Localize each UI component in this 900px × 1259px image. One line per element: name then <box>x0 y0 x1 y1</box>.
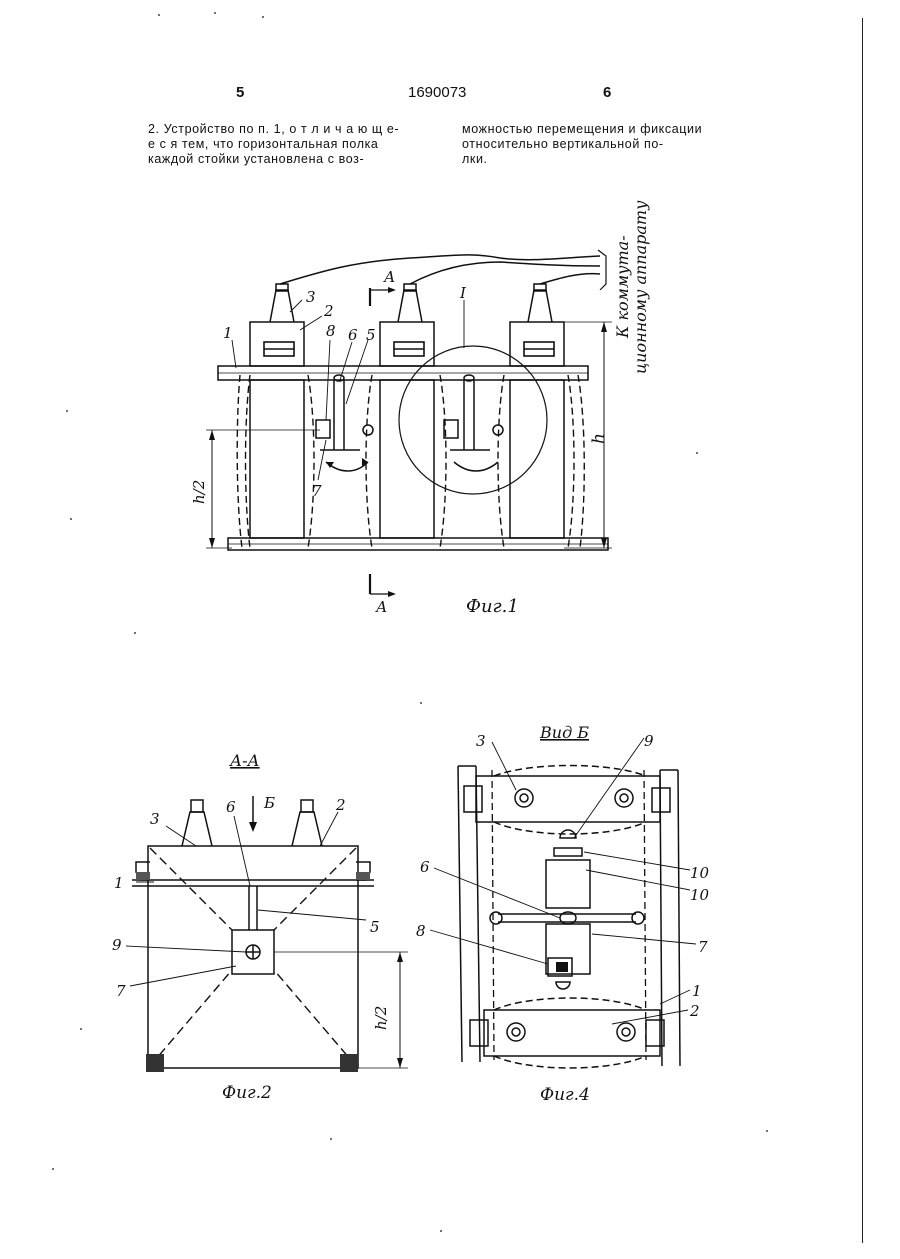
scan-speck <box>158 14 160 16</box>
fig4-label-10a: 10 <box>690 864 710 882</box>
scan-speck <box>214 12 216 14</box>
fig4-label-1: 1 <box>692 982 702 1000</box>
scan-speck <box>420 702 422 704</box>
scan-speck <box>70 518 72 520</box>
fig4-label-10b: 10 <box>690 886 710 904</box>
fig4-label-2: 2 <box>689 1002 700 1020</box>
fig4-label-3: 3 <box>476 732 486 750</box>
scan-speck <box>66 410 68 412</box>
scan-speck <box>80 1028 82 1030</box>
fig4-label-8: 8 <box>416 922 426 940</box>
scan-speck <box>262 16 264 18</box>
scan-speck <box>440 1230 442 1232</box>
fig4-caption: Фиг.4 <box>540 1085 590 1105</box>
fig4-label-6: 6 <box>420 858 430 876</box>
fig4-title: Вид Б <box>539 723 589 742</box>
scan-speck <box>52 1168 54 1170</box>
scan-speck <box>330 1138 332 1140</box>
fig4-label-9: 9 <box>644 732 654 750</box>
scan-speck <box>696 452 698 454</box>
scan-speck <box>766 1130 768 1132</box>
fig4-label-7: 7 <box>698 938 708 956</box>
scan-speck <box>134 632 136 634</box>
